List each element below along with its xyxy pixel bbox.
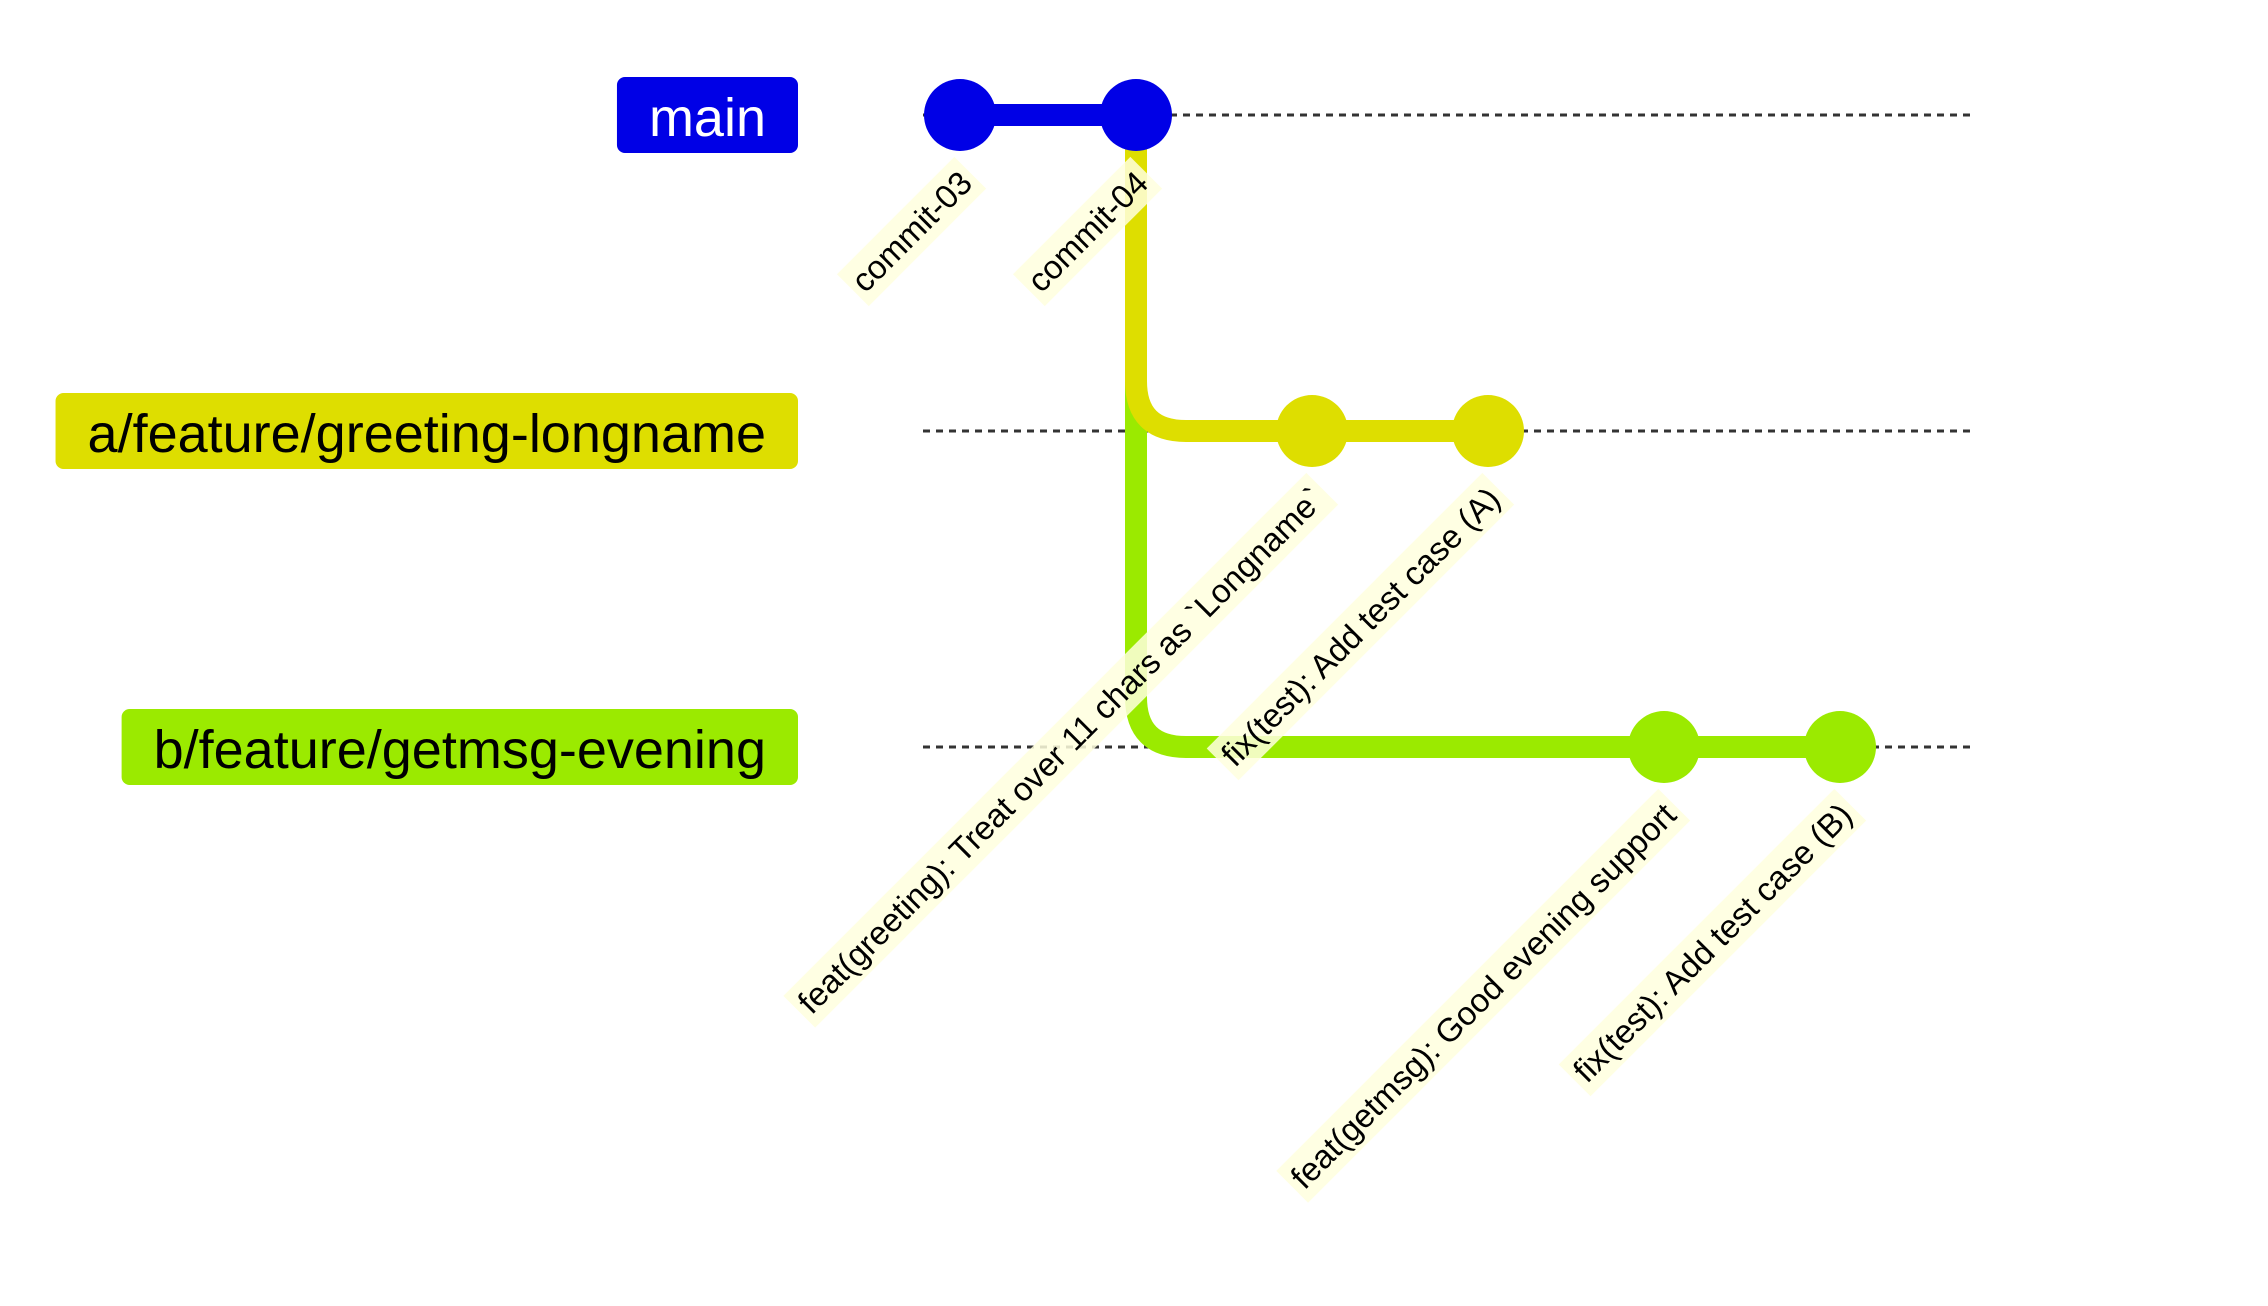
commit-node-feat-getmsg-good-evening-support xyxy=(1628,711,1700,783)
commit-label-bg xyxy=(1558,788,1867,1097)
commit-nodes xyxy=(924,79,1876,783)
commit-label-bg xyxy=(1206,472,1515,781)
commit-node-fix-test-add-test-case-a xyxy=(1452,395,1524,467)
commit-node-commit-03 xyxy=(924,79,996,151)
branch-label-text: main xyxy=(649,88,766,148)
commit-label-bg xyxy=(836,156,987,307)
branch-label-b-feature-getmsg-evening: b/feature/getmsg-evening xyxy=(121,709,798,785)
commit-node-fix-test-add-test-case-b xyxy=(1804,711,1876,783)
branch-label-box xyxy=(55,393,798,469)
commit-label-commit-03: commit-03 xyxy=(836,156,987,307)
branch-label-box xyxy=(616,77,798,153)
branch-label-text: b/feature/getmsg-evening xyxy=(154,720,766,780)
branch-label-a-feature-greeting-longname: a/feature/greeting-longname xyxy=(55,393,798,469)
commit-label-fix-test-add-test-case-b: fix(test): Add test case (B) xyxy=(1558,788,1867,1097)
commit-node-commit-04 xyxy=(1100,79,1172,151)
commit-label-bg xyxy=(1012,156,1163,307)
commit-label-text: feat(getmsg): Good evening support xyxy=(1283,796,1683,1196)
commit-label-fix-test-add-test-case-a: fix(test): Add test case (A) xyxy=(1206,472,1515,781)
commit-label-bg xyxy=(1276,788,1691,1203)
branch-labels: main a/feature/greeting-longname b/feature… xyxy=(55,77,798,785)
commit-label-text: commit-03 xyxy=(844,164,979,299)
branch-label-box xyxy=(121,709,798,785)
commit-label-bg xyxy=(783,472,1339,1028)
branch-label-text: a/feature/greeting-longname xyxy=(88,404,766,464)
branch-label-main: main xyxy=(616,77,798,153)
commit-node-feat-greeting-treat-over-11-chars-as-longname xyxy=(1276,395,1348,467)
edge-main-to-a-feature-greeting-longname xyxy=(1125,115,1312,442)
